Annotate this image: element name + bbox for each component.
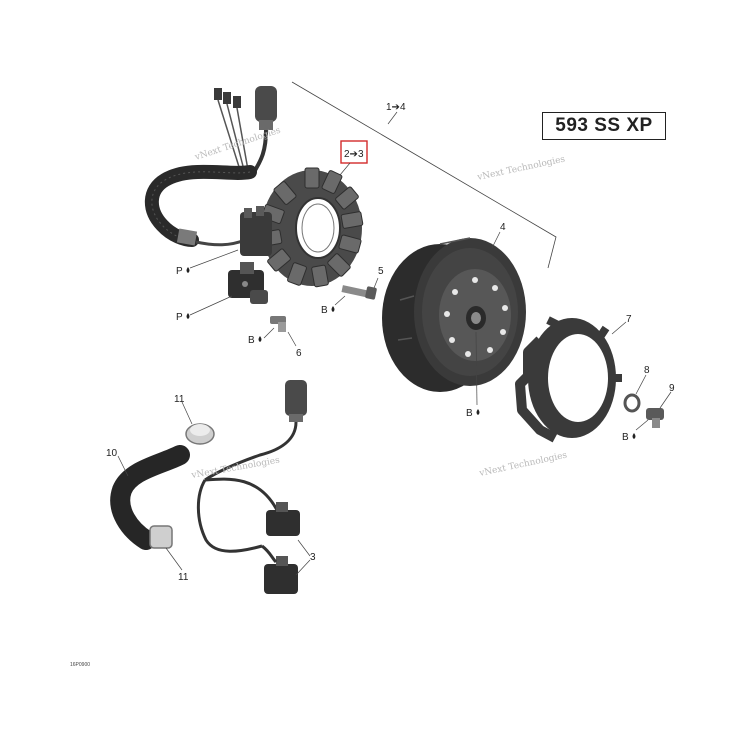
lube-marker-bolt5: B xyxy=(321,305,335,316)
lube-marker-p1: P xyxy=(176,266,190,277)
callout-leader-4 xyxy=(491,231,501,249)
bolt-6 xyxy=(270,316,286,332)
bolt-5 xyxy=(341,285,377,300)
svg-text:B: B xyxy=(622,432,629,443)
watermark: vNext Technologies xyxy=(190,456,281,482)
callout-6: 6 xyxy=(296,348,302,359)
protective-hose xyxy=(110,445,190,550)
lube-marker-bolt9: B xyxy=(622,432,636,443)
callout-11-upper: 11 xyxy=(174,394,185,405)
svg-text:P: P xyxy=(176,266,183,277)
callout-3: 3 xyxy=(310,552,316,563)
callout-leader-11-lower xyxy=(165,547,183,571)
drop-icon xyxy=(331,306,335,312)
drop-icon xyxy=(476,409,480,415)
callout-leader-2-3 xyxy=(339,162,351,176)
watermark: vNext Technologies xyxy=(193,126,282,164)
callout-5: 5 xyxy=(378,266,384,277)
lube-marker-bolt6: B xyxy=(248,335,262,346)
callout-leader-11-upper xyxy=(181,401,193,425)
callout-leader-10 xyxy=(117,455,129,477)
watermark: vNext Technologies xyxy=(476,154,567,183)
watermark: vNext Technologies xyxy=(478,450,569,479)
callout-9: 9 xyxy=(669,383,675,394)
callout-10: 10 xyxy=(106,448,118,459)
starter-cup xyxy=(515,316,622,443)
drop-icon xyxy=(632,433,636,439)
callout-4: 4 xyxy=(500,222,506,233)
bolt-9 xyxy=(646,408,664,428)
model-badge: 593 SS XP xyxy=(542,112,666,140)
callout-11-lower: 11 xyxy=(178,572,189,583)
callout-leader-7 xyxy=(611,321,627,335)
svg-text:B: B xyxy=(248,335,255,346)
callout-leader-1-4 xyxy=(387,111,398,125)
drop-icon xyxy=(186,267,190,273)
assembly-bracket-line xyxy=(291,81,557,269)
flywheel xyxy=(382,237,526,392)
lube-marker-flywheel: B xyxy=(466,408,480,419)
trigger-coil-upper xyxy=(228,262,268,304)
stator-assembly xyxy=(240,167,364,288)
callout-leader-3 xyxy=(297,539,311,557)
drop-icon xyxy=(186,313,190,319)
svg-text:P: P xyxy=(176,312,183,323)
callout-8: 8 xyxy=(644,365,650,376)
harness-terminals xyxy=(214,88,249,171)
washer-8 xyxy=(623,393,641,413)
lube-marker-p2: P xyxy=(176,312,190,323)
drop-icon xyxy=(258,336,262,342)
callout-7: 7 xyxy=(626,314,632,325)
svg-text:B: B xyxy=(466,408,473,419)
trigger-harness-lower xyxy=(196,380,307,594)
clamp-11-lower xyxy=(149,525,173,549)
svg-text:B: B xyxy=(321,305,328,316)
callout-highlight-box xyxy=(340,140,368,164)
drawing-reference: 16P0900 xyxy=(70,662,90,668)
clamp-11-upper xyxy=(185,423,215,445)
callout-2-3: 2➔3 xyxy=(344,149,364,160)
callout-1-4: 1➔4 xyxy=(386,102,406,113)
